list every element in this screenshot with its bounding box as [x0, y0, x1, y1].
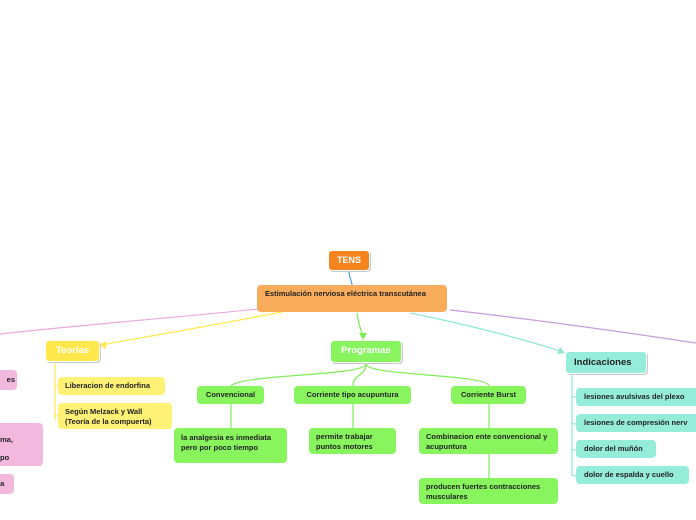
root-node-tens[interactable]: TENS: [328, 250, 370, 271]
link-indicaciones-items: [571, 373, 578, 477]
indicacion-plexo[interactable]: lesiones avulsivas del plexo: [576, 388, 696, 406]
branch-teorias[interactable]: Teorías: [45, 340, 100, 362]
branch-programas[interactable]: Programas: [330, 340, 402, 363]
left-partial-node-3[interactable]: ia: [0, 474, 14, 494]
programa-acupuntura[interactable]: Corriente tipo acupuntura: [294, 386, 411, 404]
link-programas-acupuntura: [352, 363, 367, 387]
programa-burst-detail[interactable]: Combinacion ente convencional y acupuntu…: [419, 428, 558, 454]
branch-indicaciones[interactable]: Indicaciones: [565, 351, 647, 374]
link-main-teorias: [100, 311, 283, 346]
teorias-item-melzack[interactable]: Según Melzack y Wall (Teoría de la compu…: [58, 403, 172, 429]
programa-convencional[interactable]: Convencional: [197, 386, 264, 404]
programa-convencional-detail[interactable]: la analgesia es inmediata pero por poco …: [174, 428, 287, 463]
link-programas-burst: [365, 363, 490, 387]
link-main-left: [0, 308, 259, 335]
left-partial-node-1[interactable]: es: [0, 370, 17, 390]
programa-burst[interactable]: Corriente Burst: [451, 386, 526, 404]
link-tens-main: [348, 270, 353, 286]
programa-burst-detail2[interactable]: producen fuertes contracciones musculare…: [419, 478, 558, 504]
left-partial-node-2[interactable]: ma, po: [0, 423, 43, 466]
programa-acupuntura-detail[interactable]: permite trabajar puntos motores: [309, 428, 396, 454]
teorias-item-endorfina[interactable]: Liberacion de endorfina: [58, 377, 165, 395]
indicacion-espalda[interactable]: dolor de espalda y cuello: [576, 466, 689, 484]
left-partial-node-2-line2: po: [0, 452, 10, 462]
arrow-teorias: [99, 341, 106, 349]
indicacion-munon[interactable]: dolor del muñón: [576, 440, 656, 458]
indicacion-compresion[interactable]: lesiones de compresión nerv: [576, 414, 696, 432]
link-programas-convencional: [230, 363, 367, 387]
arrow-programas: [359, 333, 367, 340]
main-node[interactable]: Estimulación nerviosa eléctrica transcut…: [257, 285, 447, 312]
link-main-indicaciones: [409, 312, 564, 353]
arrow-indicaciones: [557, 347, 565, 354]
left-partial-node-2-line1: ma,: [0, 435, 13, 444]
link-main-right: [449, 309, 696, 344]
